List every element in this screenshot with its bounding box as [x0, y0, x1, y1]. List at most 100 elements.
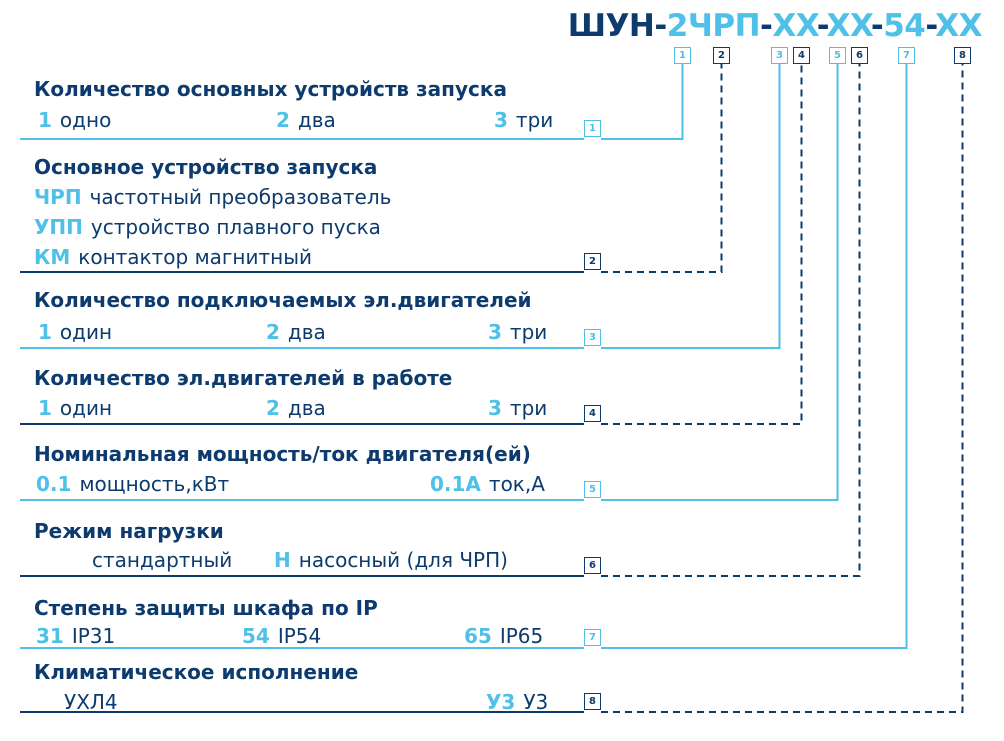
header-box-1: 1 [674, 47, 691, 64]
option-item: 1 одно [38, 108, 111, 132]
section-heading: Номинальная мощность/ток двигателя(ей) [34, 442, 531, 466]
section-connector [601, 64, 964, 713]
option-item: ЧРП частотный преобразователь [34, 185, 391, 209]
title-segment: ШУН- [567, 8, 668, 44]
option-text: насосный (для ЧРП) [298, 548, 508, 572]
section-connector [601, 64, 861, 577]
section-number-box: 5 [584, 481, 601, 498]
section-number-box: 2 [584, 253, 601, 270]
title-segment: - [925, 8, 936, 44]
option-code: ЧРП [34, 185, 82, 209]
option-item: У3 У3 [486, 690, 548, 714]
title-segment: 54 [883, 8, 926, 44]
header-box-2: 2 [713, 47, 730, 64]
option-code: 2 [276, 108, 290, 132]
header-box-6: 6 [851, 47, 868, 64]
section-connector [601, 64, 723, 273]
option-item: 3 три [494, 108, 553, 132]
option-item: УПП устройство плавного пуска [34, 215, 381, 239]
option-code: 3 [488, 396, 502, 420]
option-code: 3 [494, 108, 508, 132]
option-code: У3 [486, 690, 516, 714]
option-item: УХЛ4 [64, 690, 118, 714]
option-text: три [515, 108, 554, 132]
option-text: контактор магнитный [78, 245, 313, 269]
section-number-box: 6 [584, 557, 601, 574]
section-heading: Количество эл.двигателей в работе [34, 366, 453, 390]
option-item: 54 IP54 [242, 624, 321, 648]
option-code: УПП [34, 215, 83, 239]
section-connector [601, 64, 803, 425]
header-box-7: 7 [898, 47, 915, 64]
option-code: 0.1А [430, 472, 481, 496]
option-text: три [509, 320, 548, 344]
option-text: УХЛ4 [64, 690, 118, 714]
section-heading: Количество основных устройств запуска [34, 77, 507, 101]
header-box-8: 8 [954, 47, 971, 64]
option-text: два [287, 320, 326, 344]
option-item: стандартный [92, 548, 232, 572]
section-number-box: 3 [584, 329, 601, 346]
option-item: 2 два [266, 396, 326, 420]
section-heading: Степень защиты шкафа по IP [34, 596, 378, 620]
section-heading: Климатическое исполнение [34, 660, 359, 684]
section-number-box: 7 [584, 629, 601, 646]
option-text: IP31 [71, 624, 116, 648]
option-item: 0.1 мощность,кВт [36, 472, 229, 496]
section-connector [601, 64, 684, 140]
section-heading: Основное устройство запуска [34, 155, 378, 179]
option-code: 31 [36, 624, 64, 648]
section-number-box: 1 [584, 120, 601, 137]
option-text: У3 [523, 690, 549, 714]
section-heading: Режим нагрузки [34, 519, 224, 543]
option-code: 3 [488, 320, 502, 344]
option-text: одно [59, 108, 112, 132]
product-designation-title: ШУН-2ЧРП-XX-XX-54-XX [567, 8, 983, 44]
option-text: два [287, 396, 326, 420]
option-code: 65 [464, 624, 492, 648]
title-segment: 2ЧРП [666, 8, 761, 44]
title-segment: - [816, 8, 827, 44]
option-item: 2 два [266, 320, 326, 344]
option-text: ток,А [488, 472, 545, 496]
title-segment: - [760, 8, 773, 44]
header-box-5: 5 [829, 47, 846, 64]
section-connector [601, 64, 839, 501]
title-segment: XX [935, 8, 982, 44]
option-code: 54 [242, 624, 270, 648]
option-item: 31 IP31 [36, 624, 115, 648]
option-code: 1 [38, 108, 52, 132]
option-text: один [59, 396, 113, 420]
option-item: 3 три [488, 320, 547, 344]
option-text: стандартный [92, 548, 233, 572]
header-box-4: 4 [793, 47, 810, 64]
option-text: устройство плавного пуска [90, 215, 381, 239]
option-code: Н [274, 548, 291, 572]
option-code: 2 [266, 396, 280, 420]
option-item: 3 три [488, 396, 547, 420]
section-heading: Количество подключаемых эл.двигателей [34, 288, 532, 312]
header-box-3: 3 [771, 47, 788, 64]
section-number-box: 8 [584, 693, 601, 710]
option-item: 65 IP65 [464, 624, 543, 648]
title-segment: XX [826, 8, 872, 44]
option-text: три [509, 396, 548, 420]
title-segment: - [870, 8, 884, 44]
option-item: 0.1А ток,А [430, 472, 545, 496]
option-text: IP65 [499, 624, 544, 648]
title-segment: XX [772, 8, 817, 44]
option-text: частотный преобразователь [89, 185, 392, 209]
option-text: мощность,кВт [79, 472, 230, 496]
option-text: IP54 [277, 624, 322, 648]
option-code: 0.1 [36, 472, 72, 496]
section-number-box: 4 [584, 405, 601, 422]
option-item: 2 два [276, 108, 336, 132]
option-code: КМ [34, 245, 71, 269]
option-code: 2 [266, 320, 280, 344]
option-text: два [297, 108, 336, 132]
